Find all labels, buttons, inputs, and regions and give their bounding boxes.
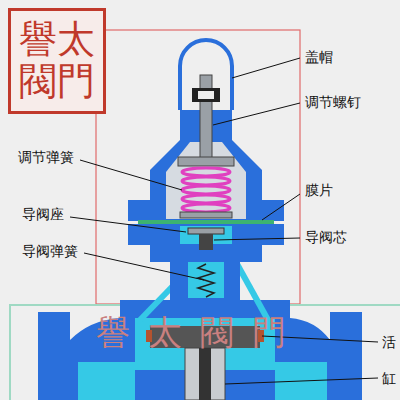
seal-text: 譽太閥門: [19, 19, 95, 103]
part-label: 活: [382, 334, 396, 351]
part-label: 膜片: [305, 182, 333, 199]
part-label: 导阀座: [22, 206, 64, 223]
part-label: 调节螺钉: [305, 94, 361, 111]
part-label: 调节弹簧: [18, 149, 74, 166]
part-label: 导阀芯: [305, 229, 347, 246]
watermark: 譽太閥門: [96, 312, 304, 353]
part-label: 盖帽: [305, 49, 333, 66]
seal-box: 譽太閥門: [8, 8, 106, 114]
part-label: 缸: [382, 370, 396, 387]
part-label: 导阀弹簧: [22, 243, 78, 260]
